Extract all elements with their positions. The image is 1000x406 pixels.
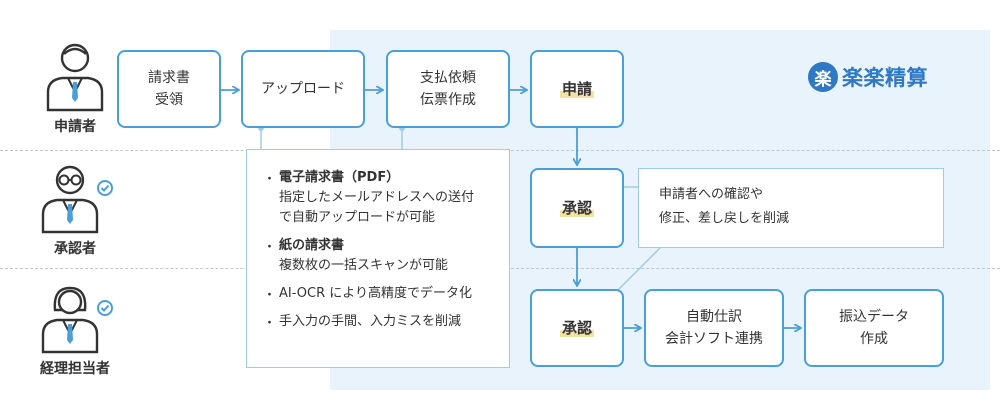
note-text-pdf: 指定したメールアドレスへの送付 で自動アップロードが可能 bbox=[279, 190, 475, 225]
step-upload-label: アップロード bbox=[261, 81, 345, 97]
step-invoice-receipt: 請求書 受領 bbox=[117, 50, 221, 128]
note-item-manual: 手入力の手間、入力ミスを削減 bbox=[263, 312, 499, 332]
step-approve-accountant-label: 承認 bbox=[559, 317, 594, 339]
step-approve-approver-label: 承認 bbox=[559, 197, 594, 219]
note-title-pdf: 電子請求書（PDF） bbox=[279, 170, 400, 185]
note-item-pdf: 電子請求書（PDF） 指定したメールアドレスへの送付 で自動アップロードが可能 bbox=[263, 168, 499, 228]
role-label-applicant: 申請者 bbox=[54, 119, 96, 135]
accountant-person-icon bbox=[41, 286, 113, 354]
note-text-manual: 手入力の手間、入力ミスを削減 bbox=[279, 314, 462, 329]
step-apply: 申請 bbox=[530, 50, 624, 128]
step-approve-accountant: 承認 bbox=[530, 289, 624, 367]
role-label-approver: 承認者 bbox=[54, 241, 96, 257]
approval-comment-text: 申請者への確認や 修正、差し戻しを削減 bbox=[659, 187, 790, 226]
upload-notes-panel: 電子請求書（PDF） 指定したメールアドレスへの送付 で自動アップロードが可能 … bbox=[246, 149, 510, 368]
step-auto-journal: 自動仕訳 会計ソフト連携 bbox=[644, 289, 784, 367]
step-payment-request-label: 支払依頼 伝票作成 bbox=[420, 70, 476, 108]
note-item-ocr: AI-OCR により高精度でデータ化 bbox=[263, 284, 499, 304]
note-text-ocr: AI-OCR により高精度でデータ化 bbox=[279, 286, 472, 301]
note-title-paper: 紙の請求書 bbox=[279, 238, 345, 253]
step-approve-approver: 承認 bbox=[530, 168, 624, 248]
role-accountant: 経理担当者 bbox=[20, 282, 130, 378]
step-invoice-receipt-label: 請求書 受領 bbox=[148, 70, 190, 108]
applicant-person-icon bbox=[46, 43, 104, 112]
role-applicant: 申請者 bbox=[20, 40, 130, 136]
role-label-accountant: 経理担当者 bbox=[40, 361, 110, 377]
step-upload: アップロード bbox=[241, 50, 365, 128]
step-transfer-data: 振込データ 作成 bbox=[804, 289, 944, 367]
note-item-paper: 紙の請求書 複数枚の一括スキャンが可能 bbox=[263, 236, 499, 276]
brand-logo: 楽 楽楽精算 bbox=[808, 62, 928, 92]
brand-name: 楽楽精算 bbox=[842, 66, 928, 90]
brand-mark-icon: 楽 bbox=[808, 62, 838, 92]
approver-person-glasses-icon bbox=[41, 165, 113, 234]
step-payment-request: 支払依頼 伝票作成 bbox=[386, 50, 510, 128]
role-approver: 承認者 bbox=[20, 162, 130, 258]
note-text-paper: 複数枚の一括スキャンが可能 bbox=[279, 258, 449, 273]
step-transfer-data-label: 振込データ 作成 bbox=[839, 309, 909, 347]
step-auto-journal-label: 自動仕訳 会計ソフト連携 bbox=[665, 309, 763, 347]
approval-comment-box: 申請者への確認や 修正、差し戻しを削減 bbox=[638, 168, 944, 248]
step-apply-label: 申請 bbox=[559, 78, 594, 100]
